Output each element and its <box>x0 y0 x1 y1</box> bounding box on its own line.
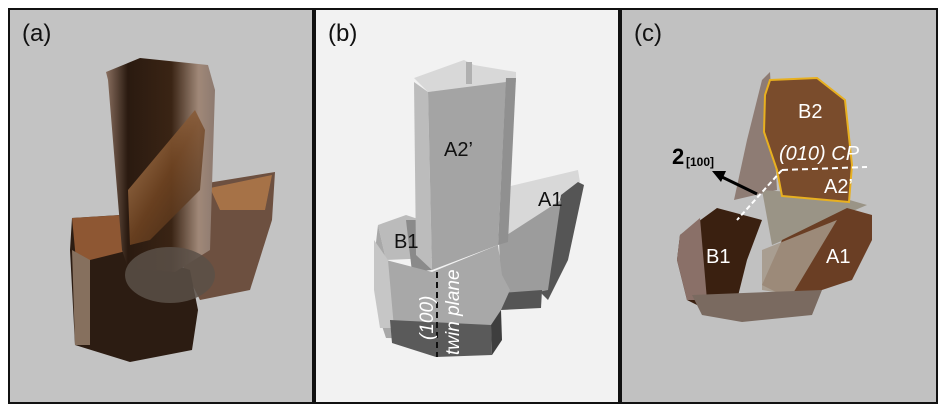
crystal-photo-a <box>70 58 275 362</box>
crystal-a1-front <box>499 200 561 300</box>
crystal-b1-side <box>72 250 90 345</box>
crystal-b1-side <box>677 218 707 300</box>
crystal-a1-dark-side <box>541 182 584 300</box>
axis-arrow-head <box>712 171 726 182</box>
crystal-a2-notch <box>466 62 472 84</box>
label-a1: A1 <box>826 246 850 268</box>
crystal-base-bottom <box>390 320 492 357</box>
crystal-outline <box>762 76 854 204</box>
crystal-b2-a2-region <box>764 78 852 202</box>
label-a2prime: A2’ <box>444 139 473 161</box>
label-b1: B1 <box>706 246 730 268</box>
label-twin-plane: twin plane <box>443 269 464 355</box>
crystal-a1-top <box>499 170 580 240</box>
axis-arrow-shaft <box>721 175 758 196</box>
crystal-a2-left-face <box>414 82 432 270</box>
crystal-b1-face <box>72 215 130 260</box>
label-contact-plane: (010) CP <box>779 143 860 165</box>
label-b1: B1 <box>394 231 418 253</box>
crystal-a1-face <box>210 175 272 210</box>
contact-plane-line <box>781 166 868 171</box>
label-twin-plane-index: (100) <box>417 296 438 340</box>
crystal-base-corner <box>491 310 502 355</box>
crystal-base-left <box>374 240 394 328</box>
axis-dashed-line <box>736 169 783 221</box>
label-a1: A1 <box>538 189 562 211</box>
panel-c-label: (c) <box>634 20 662 47</box>
crystal-photo-c: B2 (010) CP A2’ B1 A1 2 [100] <box>672 72 872 322</box>
crystal-a2-right-face <box>498 78 516 245</box>
panel-b-diagram: (b) A2’ A1 B1 (100) twin plane <box>314 8 620 404</box>
crystal-a1-bottom <box>501 290 542 310</box>
panel-c-photo: (c) B2 (010) CP A2’ B1 A1 2 [100] <box>620 8 938 404</box>
panel-b-label: (b) <box>328 20 358 47</box>
crystal-diagram-b: A2’ A1 B1 (100) twin plane <box>374 60 584 357</box>
label-twofold-axis-direction: [100] <box>686 155 714 169</box>
label-b2: B2 <box>798 101 822 123</box>
matrix-rock <box>692 290 822 322</box>
panel-a-label: (a) <box>22 20 52 47</box>
matrix-rock <box>125 247 215 303</box>
crystal-middle <box>762 190 867 245</box>
panel-a-photo: (a) <box>8 8 314 404</box>
crystal-a2-front <box>428 82 506 270</box>
crystal-a2-face <box>128 110 205 245</box>
crystal-base-front <box>374 225 510 340</box>
crystal-a1-face <box>762 220 837 295</box>
label-a2prime: A2’ <box>824 176 853 198</box>
label-twofold-axis: 2 <box>672 144 684 169</box>
